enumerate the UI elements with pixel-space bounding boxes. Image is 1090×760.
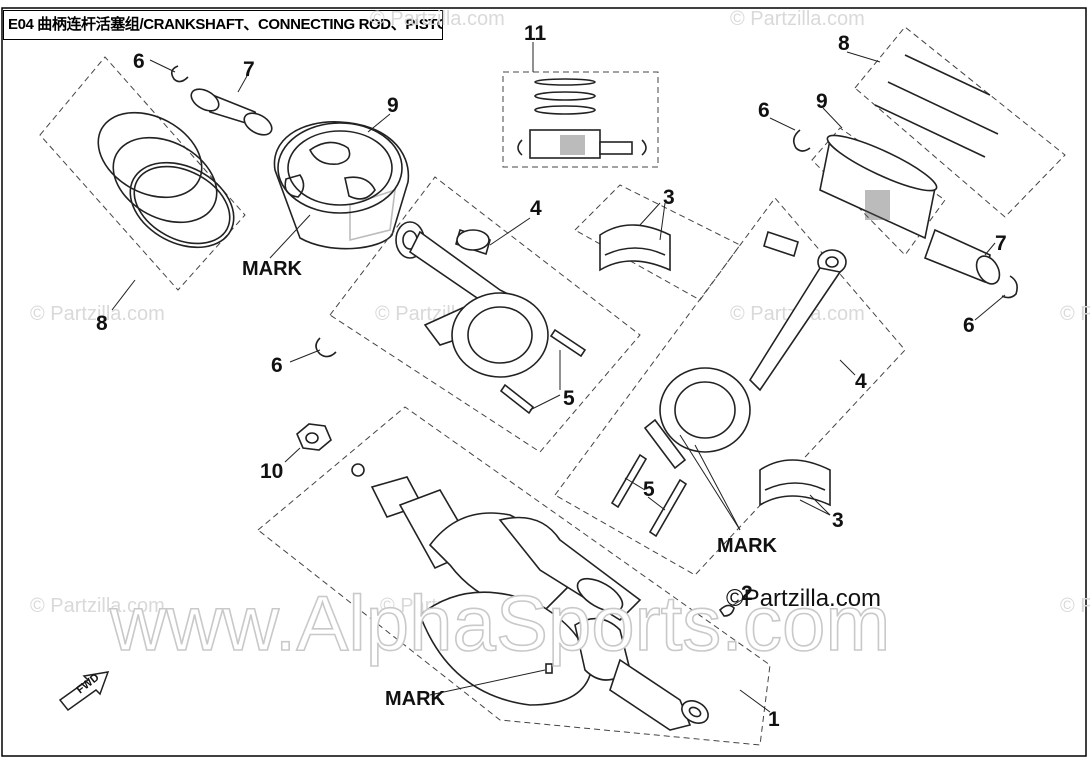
callout-6-top-left: 6 xyxy=(133,50,145,73)
watermark-partzilla-site: ©Partzilla.com xyxy=(726,585,881,612)
callout-6-center: 6 xyxy=(271,354,283,377)
callout-6-top-right: 6 xyxy=(758,99,770,122)
piston-group-box-right xyxy=(811,127,946,256)
watermark-partzilla-1: © Partzilla.com xyxy=(30,303,165,325)
callout-4-center: 4 xyxy=(530,197,542,220)
bearing-shells-top xyxy=(599,224,671,272)
callout-4-right: 4 xyxy=(855,370,867,393)
callout-10: 10 xyxy=(260,460,283,483)
callout-8-left: 8 xyxy=(96,312,108,335)
crankshaft xyxy=(370,476,709,731)
piston-kit-box xyxy=(502,71,659,168)
leader-lines xyxy=(111,42,1006,713)
piston-pin-right xyxy=(923,228,1001,285)
piston-rings-right xyxy=(874,54,999,158)
bearing-shells-right xyxy=(759,459,831,507)
mark-label-rod: MARK xyxy=(717,535,778,557)
piston-right xyxy=(819,134,938,240)
callout-7-right: 7 xyxy=(995,232,1007,255)
callout-6-right: 6 xyxy=(963,314,975,337)
callout-3-right: 3 xyxy=(832,509,844,532)
circlip-right-bottom xyxy=(1001,275,1018,299)
callout-5-right: 5 xyxy=(643,478,655,501)
callout-8-right: 8 xyxy=(838,32,850,55)
callout-11: 11 xyxy=(524,22,547,45)
rod-group-box-center xyxy=(329,176,641,453)
watermark-partzilla-8: © Partzilla.com xyxy=(1060,595,1090,617)
rod-group-box-right xyxy=(554,197,906,576)
piston-rings-left xyxy=(97,111,235,249)
circlip-right-top xyxy=(792,129,811,152)
watermark-partzilla-7: © Partzilla.com xyxy=(370,8,505,30)
piston-left xyxy=(273,121,410,250)
rings-group-box-left xyxy=(39,56,246,291)
watermark-partzilla-4: © Partzilla.com xyxy=(30,595,165,617)
piston-kit-body xyxy=(517,129,647,159)
callout-9-left: 9 xyxy=(387,94,399,117)
connecting-rod-center xyxy=(395,221,549,378)
watermark-partzilla-9: © Partzilla.com xyxy=(1060,303,1090,325)
circlip-center xyxy=(315,337,337,358)
bearing-group-box-top xyxy=(574,184,741,301)
woodruff-key-ball xyxy=(351,463,365,477)
callout-1: 1 xyxy=(768,708,780,731)
fwd-arrow-icon: FWD xyxy=(58,671,110,712)
rings-group-box-right xyxy=(854,26,1066,218)
callout-2: 2 xyxy=(741,582,753,605)
nut-10 xyxy=(296,423,332,451)
circlip-left-top xyxy=(170,65,189,83)
callout-9-right: 9 xyxy=(816,90,828,113)
callout-7-top-left: 7 xyxy=(243,58,255,81)
connecting-rod-right xyxy=(643,230,847,470)
drawing-border xyxy=(1,7,1087,757)
piston-pin-left xyxy=(190,88,273,136)
watermark-alphasports: www.AlphaSports.com xyxy=(109,579,890,667)
piston-kit-rings xyxy=(534,78,596,115)
mark-label-piston: MARK xyxy=(242,258,303,280)
rod-bolts-center xyxy=(499,328,587,415)
callout-3-top: 3 xyxy=(663,186,675,209)
watermark-partzilla-6: © Partzilla.com xyxy=(730,8,865,30)
rod-bolts-right xyxy=(610,453,688,538)
key-2 xyxy=(718,604,735,617)
callout-5-center: 5 xyxy=(563,387,575,410)
diagram-title: E04 曲柄连杆活塞组/CRANKSHAFT、CONNECTING ROD、PI… xyxy=(3,10,443,40)
mark-label-crank: MARK xyxy=(385,688,446,710)
